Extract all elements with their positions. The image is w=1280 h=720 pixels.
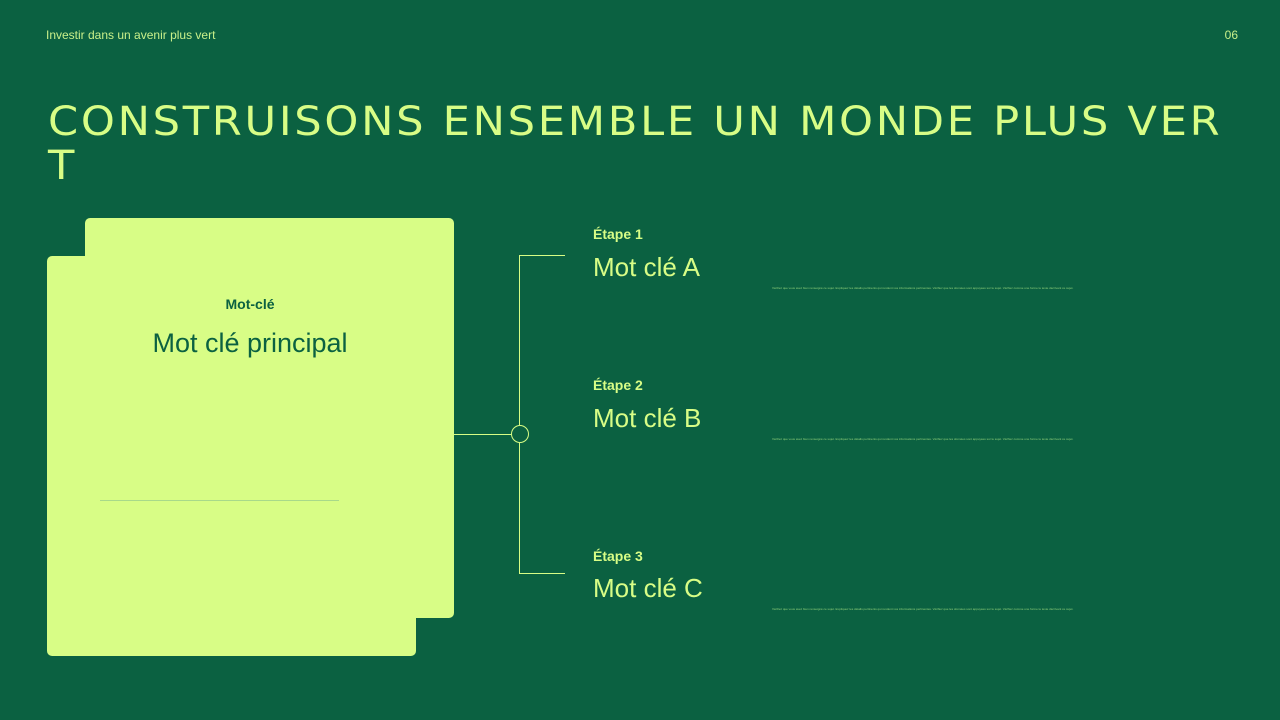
connector-horizontal xyxy=(454,434,511,435)
step-description: Vérifiez que vous avez bien renseigné ce… xyxy=(772,607,1074,611)
step-description: Vérifiez que vous avez bien renseigné ce… xyxy=(772,437,1074,441)
card-label: Mot-clé xyxy=(225,296,275,312)
step-label: Étape 1 xyxy=(593,226,643,242)
step-title: Mot clé C xyxy=(593,573,703,603)
slide-title: CONSTRUISONS ENSEMBLE UN MONDE PLUS VERT xyxy=(48,99,1223,189)
connector-vertical-bottom xyxy=(519,443,520,573)
card-divider xyxy=(100,500,339,501)
connector-node-icon xyxy=(511,425,529,443)
step-description: Vérifiez que vous avez bien renseigné ce… xyxy=(772,286,1074,290)
card-front-shape xyxy=(47,256,416,656)
step-title: Mot clé A xyxy=(593,252,700,282)
connector-vertical-top xyxy=(519,255,520,425)
connector-branch-3 xyxy=(519,573,565,574)
step-label: Étape 2 xyxy=(593,377,643,393)
slide-subtitle: Investir dans un avenir plus vert xyxy=(46,28,216,42)
page-number: 06 xyxy=(1224,28,1238,42)
step-label: Étape 3 xyxy=(593,548,643,564)
card-keyword: Mot clé principal xyxy=(152,328,348,358)
connector-branch-1 xyxy=(519,255,565,256)
step-title: Mot clé B xyxy=(593,403,702,433)
